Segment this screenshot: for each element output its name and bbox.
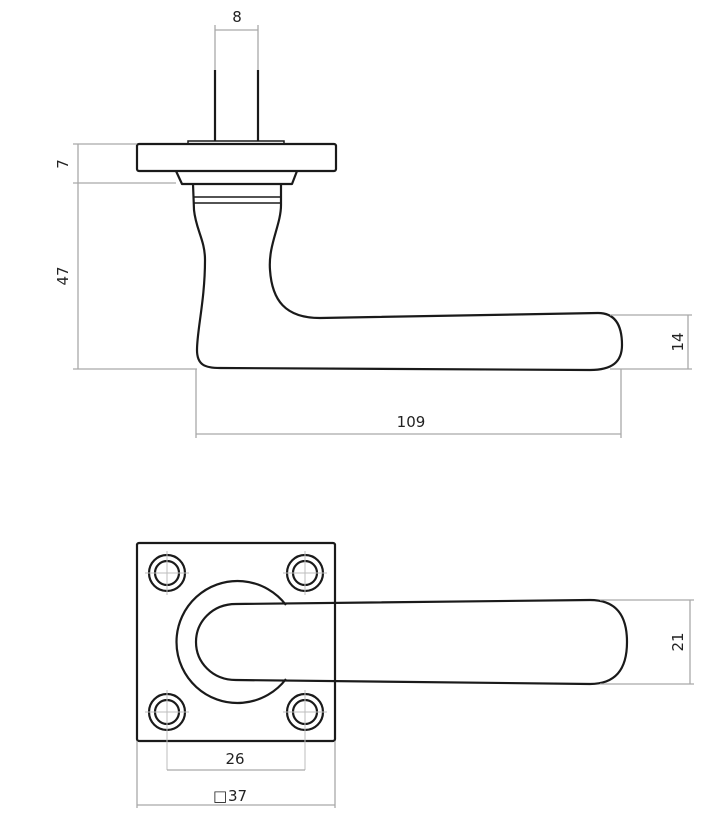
dimension-label-lever-thickness: 14 [669, 332, 687, 351]
square-symbol: □ [213, 787, 227, 805]
dimension-label-lever-width: 21 [669, 632, 687, 651]
screw-hole-icon [145, 551, 189, 595]
dimension-hole-spacing: 26 [167, 750, 305, 771]
dimension-lever-width: 21 [600, 599, 694, 685]
screw-holes [145, 551, 327, 770]
dimension-lever-thickness: 14 [610, 314, 692, 370]
dimension-label-projection: 109 [397, 413, 426, 431]
dimension-label-rose-size: 37 [228, 787, 247, 805]
rose-plate [135, 142, 338, 173]
dimension-label-rose-thickness: 7 [54, 159, 72, 169]
dimension-projection: 109 [195, 369, 622, 438]
lever-top-outline [194, 598, 629, 686]
dimension-label-height: 47 [54, 266, 72, 285]
dimension-rose-thickness: 7 [54, 143, 176, 184]
lever-side-outline [191, 183, 624, 372]
top-view: 21 26 □ 37 [135, 541, 694, 808]
rose-collar [175, 170, 299, 186]
lever-collar [175, 579, 287, 705]
square-rose [135, 541, 337, 743]
dimension-label-hole-spacing: 26 [225, 750, 244, 768]
dimension-label-spindle: 8 [232, 8, 242, 26]
screw-hole-icon [283, 690, 327, 770]
side-view: 8 7 47 14 109 [54, 8, 692, 438]
dimension-spindle: 8 [214, 8, 259, 70]
screw-hole-icon [283, 551, 327, 595]
dimension-rose-size: □ 37 [136, 741, 336, 808]
screw-hole-icon [145, 690, 189, 770]
dimension-height: 47 [54, 183, 197, 370]
